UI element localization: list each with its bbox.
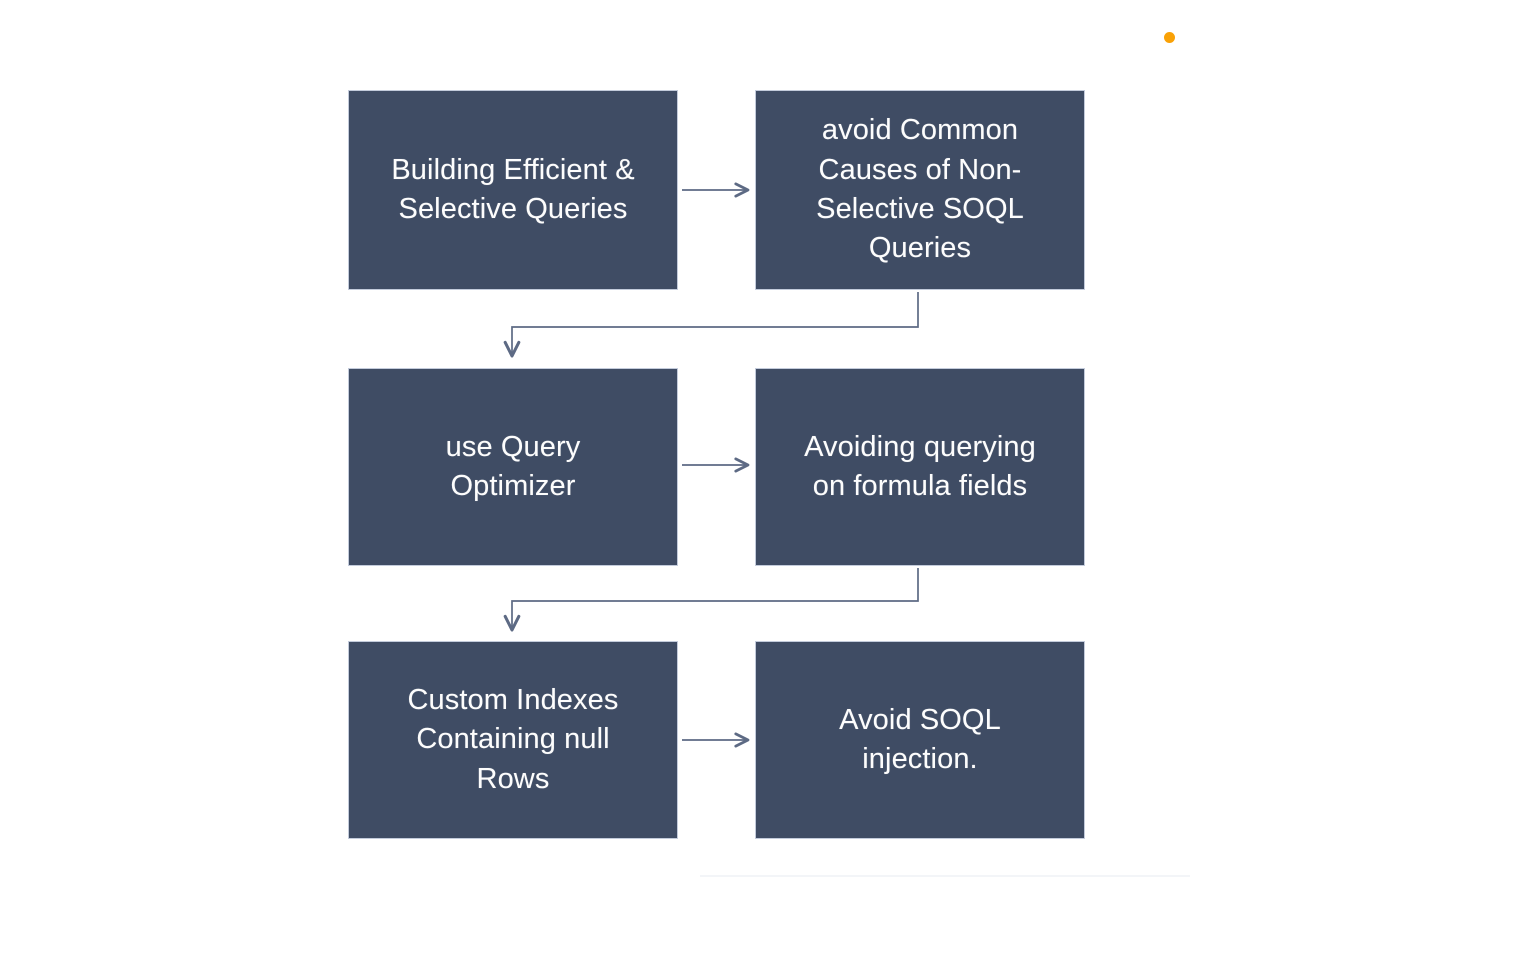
node-label: use Query Optimizer — [445, 430, 581, 502]
node-label: avoid Common Causes of Non- Selective SO… — [816, 114, 1024, 265]
node-label: Avoiding querying on formula fields — [804, 430, 1036, 502]
node-avoid-common-causes-of-non-selective-soql-queries[interactable]: avoid Common Causes of Non- Selective SO… — [755, 90, 1085, 290]
edge-avoiding-querying-to-custom-indexes — [503, 568, 919, 632]
node-use-query-optimizer[interactable]: use Query Optimizer — [348, 368, 678, 566]
edge-avoid-common-causes-to-use-query-optimizer — [503, 292, 919, 358]
orange-dot-icon — [1164, 32, 1175, 43]
node-label: Custom Indexes Containing null Rows — [407, 683, 619, 795]
node-custom-indexes-containing-null-rows[interactable]: Custom Indexes Containing null Rows — [348, 641, 678, 839]
node-building-efficient-selective-queries[interactable]: Building Efficient & Selective Queries — [348, 90, 678, 290]
node-avoiding-querying-on-formula-fields[interactable]: Avoiding querying on formula fields — [755, 368, 1085, 566]
node-label: Building Efficient & Selective Queries — [391, 153, 635, 225]
faint-divider — [700, 875, 1190, 877]
node-label: Avoid SOQL injection. — [839, 703, 1001, 775]
node-avoid-soql-injection[interactable]: Avoid SOQL injection. — [755, 641, 1085, 839]
